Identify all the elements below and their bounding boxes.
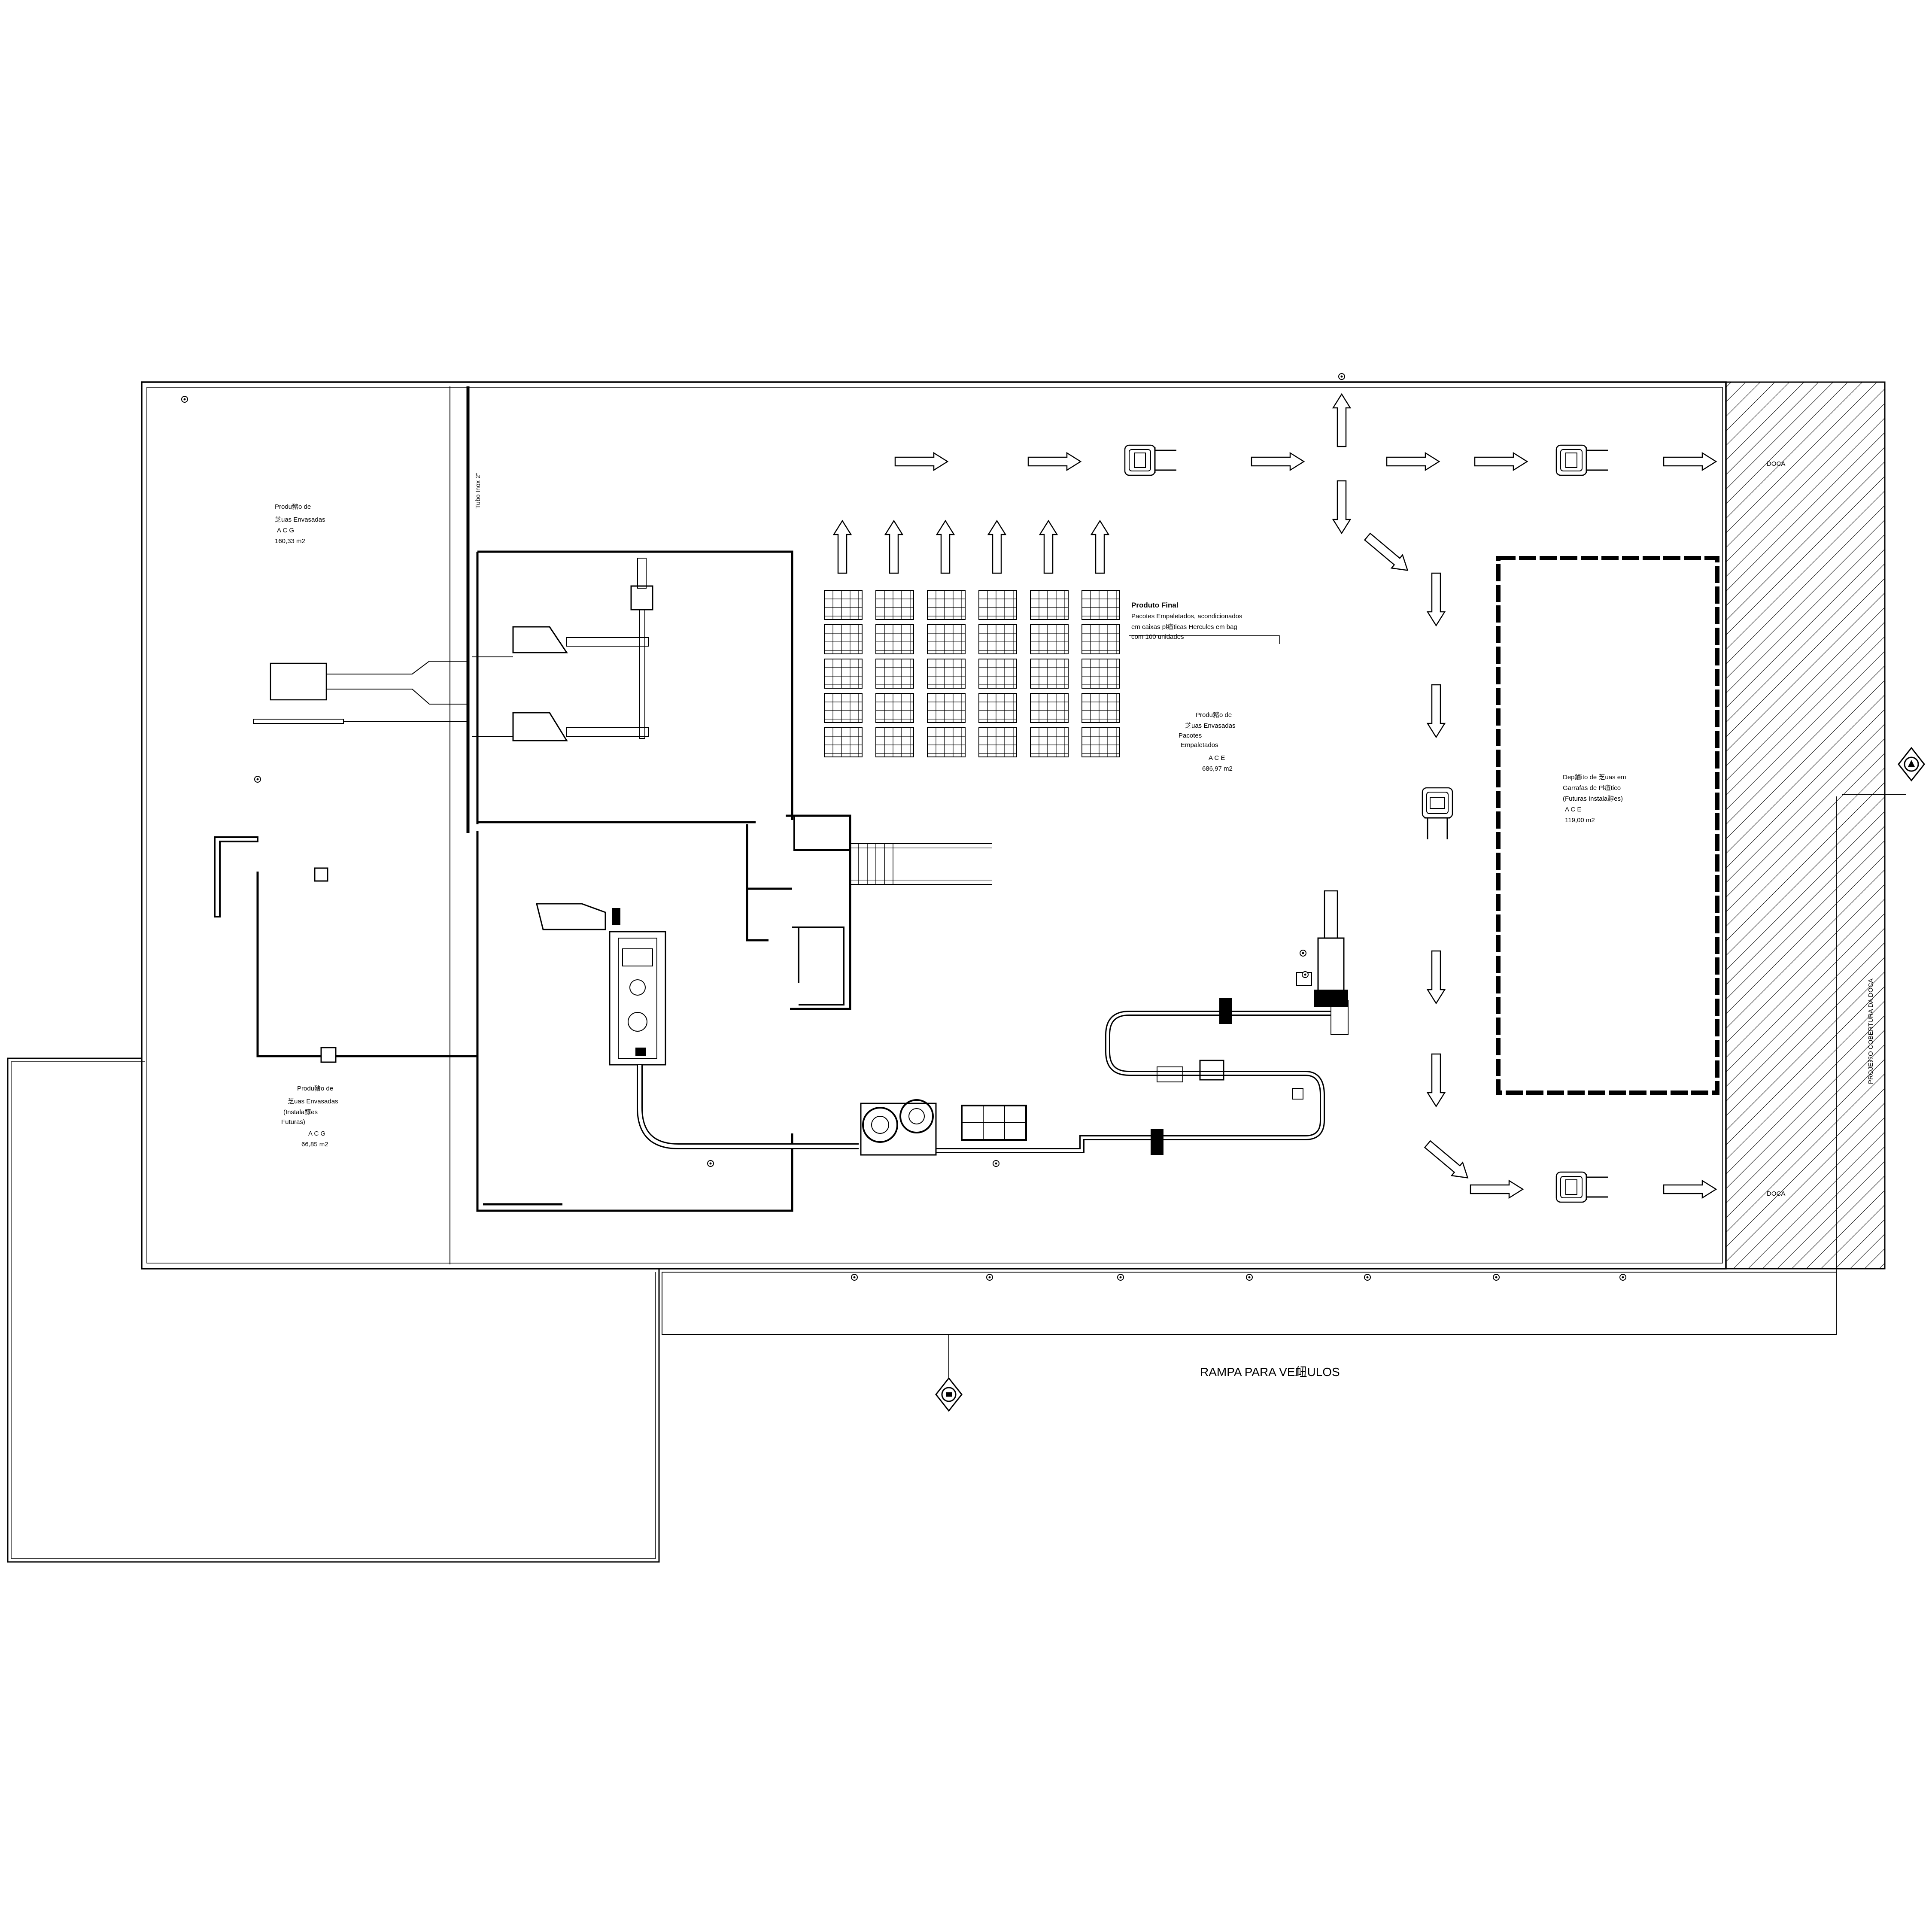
zone-label-deposit: Dep鏀ito de 芝uas em Garrafas de Pl疽tico (… bbox=[1563, 774, 1626, 824]
svg-text:Garrafas de Pl疽tico: Garrafas de Pl疽tico bbox=[1563, 784, 1621, 792]
svg-text:Pacotes: Pacotes bbox=[1179, 732, 1202, 739]
dock-area bbox=[1725, 381, 1886, 1270]
svg-text:Dep鏀ito de 芝uas em: Dep鏀ito de 芝uas em bbox=[1563, 774, 1626, 781]
conveyor bbox=[637, 1065, 859, 1149]
dock-label-bottom: DOCA bbox=[1767, 1190, 1785, 1197]
svg-text:119,00 m2: 119,00 m2 bbox=[1565, 817, 1595, 824]
tube-label: Tubo Inox 2" bbox=[474, 473, 482, 509]
forklift-icon bbox=[1422, 787, 1453, 840]
section-marker-icon bbox=[935, 1377, 963, 1412]
blow-molding-machine bbox=[536, 903, 666, 1066]
ramp-label: RAMPA PARA VE衄ULOS bbox=[1200, 1365, 1340, 1379]
svg-text:(Instala醇es: (Instala醇es bbox=[283, 1109, 318, 1116]
filling-machine bbox=[472, 558, 653, 741]
svg-text:A C G: A C G bbox=[277, 527, 294, 534]
svg-text:芝uas Envasadas: 芝uas Envasadas bbox=[275, 516, 325, 523]
pallet-grid-icon bbox=[824, 590, 1120, 757]
deposit-room bbox=[1496, 556, 1719, 1095]
svg-text:com 100 unidades: com 100 unidades bbox=[1131, 633, 1184, 641]
dock-projection-label: PROJEﾇﾃO COBERTURA DA DOCA bbox=[1867, 978, 1874, 1084]
building-outline bbox=[141, 381, 1727, 1270]
dock-label-top: DOCA bbox=[1767, 460, 1785, 468]
filling-carousel bbox=[860, 1099, 1027, 1156]
stairs bbox=[850, 843, 992, 885]
water-tank bbox=[270, 662, 327, 701]
flow-arrow-icon bbox=[1332, 393, 1474, 1185]
palletizer bbox=[1296, 890, 1349, 1035]
svg-text:Futuras): Futuras) bbox=[281, 1118, 305, 1126]
section-marker-icon bbox=[1898, 747, 1925, 782]
svg-text:Produto Final: Produto Final bbox=[1131, 601, 1179, 609]
svg-text:A C G: A C G bbox=[308, 1130, 325, 1137]
column-marker-icon bbox=[181, 373, 1626, 1281]
svg-text:A C E: A C E bbox=[1209, 754, 1225, 762]
svg-text:芝uas Envasadas: 芝uas Envasadas bbox=[288, 1098, 338, 1105]
svg-text:芝uas Envasadas: 芝uas Envasadas bbox=[1185, 722, 1236, 729]
svg-text:(Futuras Instala醇es): (Futuras Instala醇es) bbox=[1563, 795, 1623, 802]
packing-machine bbox=[1151, 998, 1303, 1155]
final-product-label: Produto Final Pacotes Empaletados, acond… bbox=[1131, 601, 1242, 641]
svg-text:66,85 m2: 66,85 m2 bbox=[301, 1141, 328, 1148]
forklift-icon bbox=[1124, 444, 1177, 476]
svg-text:686,97 m2: 686,97 m2 bbox=[1202, 765, 1233, 772]
forklift-icon bbox=[1555, 444, 1609, 476]
svg-text:A C E: A C E bbox=[1565, 806, 1581, 813]
zone-label-center: Produ豬o de 芝uas Envasadas Pacotes Empale… bbox=[1179, 711, 1236, 772]
svg-text:Produ豬o de: Produ豬o de bbox=[297, 1085, 333, 1092]
svg-text:Pacotes Empaletados, acondicio: Pacotes Empaletados, acondicionados bbox=[1131, 613, 1242, 620]
flow-arrow-icon bbox=[894, 452, 1717, 1199]
svg-text:Produ豬o de: Produ豬o de bbox=[275, 503, 311, 510]
svg-text:em caixas pl疽ticas Hercules em: em caixas pl疽ticas Hercules em bag bbox=[1131, 623, 1237, 631]
svg-text:Empaletados: Empaletados bbox=[1181, 741, 1218, 749]
zone-label-bottom-left: Produ豬o de 芝uas Envasadas (Instala醇es Fu… bbox=[281, 1085, 338, 1148]
svg-text:160,33 m2: 160,33 m2 bbox=[275, 538, 305, 545]
flow-arrow-icon bbox=[833, 520, 1109, 574]
forklift-icon bbox=[1555, 1171, 1609, 1203]
zone-label-top-left: Produ豬o de 芝uas Envasadas A C G 160,33 m… bbox=[275, 503, 325, 545]
ramp-outline bbox=[662, 1272, 1837, 1335]
svg-text:Produ豬o de: Produ豬o de bbox=[1196, 711, 1232, 719]
annex-outline bbox=[7, 1057, 660, 1563]
